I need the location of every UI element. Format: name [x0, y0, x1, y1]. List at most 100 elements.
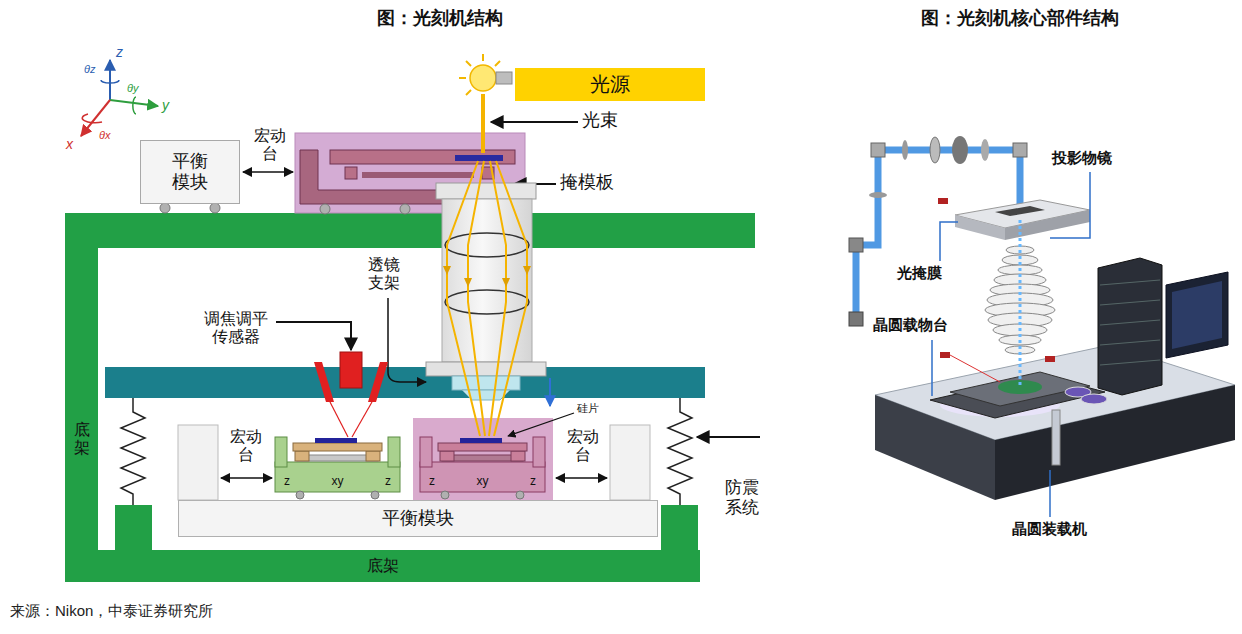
- bulb-socket: [496, 72, 512, 84]
- spring: [121, 398, 145, 505]
- wafer: [460, 438, 502, 443]
- wafer: [315, 438, 357, 443]
- callout-label: 晶圆载物台: [873, 316, 948, 333]
- optic: [981, 139, 989, 161]
- measure-stage: [275, 437, 400, 499]
- exposure-stage: [420, 437, 545, 499]
- balance-module-box: 平衡模块: [178, 500, 658, 537]
- ray-arrow: [443, 266, 451, 275]
- bulb-rays: [459, 54, 500, 95]
- sensor-beam: [330, 402, 348, 437]
- balance-module-box: 平衡 模块: [140, 140, 240, 204]
- ray: [495, 61, 500, 66]
- focus-sensor: [314, 352, 388, 437]
- axis-label: x: [66, 136, 73, 152]
- callout-label: 投影物镜: [1052, 149, 1112, 166]
- ray-arrow: [502, 278, 510, 287]
- blue-arrow: [549, 378, 551, 406]
- stage-block: [366, 451, 380, 461]
- stage-block: [440, 451, 454, 461]
- stage-plate: [330, 150, 515, 164]
- node-label: z: [385, 475, 391, 489]
- stage-block: [345, 167, 357, 179]
- mask-stage-face: [955, 215, 1005, 240]
- monitor: [1166, 272, 1228, 358]
- frame-foot: [661, 505, 698, 550]
- stage-plate: [438, 443, 527, 451]
- beam: [481, 94, 485, 153]
- axis-label: y: [162, 97, 169, 113]
- laser-beam: [950, 355, 1000, 382]
- axis-triad: [81, 60, 158, 136]
- spring: [668, 398, 692, 505]
- part-label: 调焦调平 传感器: [202, 310, 271, 347]
- lens-mount: [426, 362, 546, 376]
- part-label: 透镜 支架: [366, 256, 403, 293]
- node-label: z: [284, 475, 290, 489]
- leader-arrow: [276, 322, 351, 350]
- cabinet: [1098, 258, 1162, 395]
- node-label: 底架: [74, 421, 90, 456]
- ray: [447, 161, 480, 436]
- wheel: [160, 203, 170, 213]
- ray: [468, 161, 485, 436]
- node-label: 平衡模块: [382, 508, 454, 529]
- sensor-arm: [314, 362, 334, 402]
- part-label: 防震 系统: [722, 478, 761, 517]
- mirror: [1013, 143, 1027, 157]
- double-arrow: [243, 171, 293, 173]
- stage-side: [275, 437, 287, 467]
- counter-mass: [610, 425, 650, 500]
- lens-tip: [452, 376, 520, 390]
- base-frame-post: 底架: [65, 248, 98, 550]
- lens-element: [445, 290, 529, 314]
- part-label: 硅片: [577, 402, 599, 415]
- lens-element: [445, 233, 529, 257]
- mask-plate: [455, 155, 503, 161]
- node-label: 平衡 模块: [169, 151, 210, 192]
- leader-line: [1050, 172, 1090, 238]
- figure-title: 图：光刻机核心部件结构: [921, 8, 1119, 29]
- wafer-disc: [1081, 394, 1107, 404]
- stage-slab: [362, 172, 474, 178]
- exposure-stage: zxyz: [420, 437, 545, 492]
- counter-mass: [178, 425, 218, 500]
- measure-stage: zxyz: [275, 437, 400, 492]
- sensor-body: [340, 352, 362, 388]
- optic: [930, 137, 940, 163]
- part-label: 宏动 台: [565, 428, 602, 465]
- stage-block: [295, 451, 309, 461]
- rotation-label: θz: [84, 63, 95, 76]
- stripe: [1100, 360, 1160, 365]
- node-label: z: [530, 475, 536, 489]
- light-source-box: 光源: [515, 68, 705, 101]
- ray: [489, 161, 506, 436]
- wheel: [400, 204, 410, 214]
- light-path: [872, 150, 1020, 205]
- double-arrow: [556, 477, 607, 479]
- ray: [466, 61, 471, 66]
- stage-base: [420, 462, 545, 492]
- ray: [482, 54, 484, 61]
- part-label: 宏动 台: [228, 428, 265, 465]
- node-label: xy: [477, 475, 489, 489]
- ray: [459, 77, 466, 79]
- stripe: [1100, 340, 1160, 345]
- part-label: 宏动 台: [252, 127, 289, 164]
- ray: [494, 161, 527, 436]
- leader-arrow: [508, 413, 574, 436]
- wheel: [320, 204, 330, 214]
- frame-foot: [115, 505, 152, 550]
- leader-arrow: [697, 436, 760, 438]
- ray: [466, 90, 471, 95]
- wheel: [371, 491, 379, 499]
- lens-cap: [436, 183, 536, 199]
- stage-region: [413, 418, 553, 500]
- axis-label: z: [116, 44, 123, 60]
- mirror: [849, 238, 863, 252]
- sensor-arm: [368, 362, 388, 402]
- leader-lines: [932, 172, 1090, 517]
- leader-arrow: [491, 121, 578, 123]
